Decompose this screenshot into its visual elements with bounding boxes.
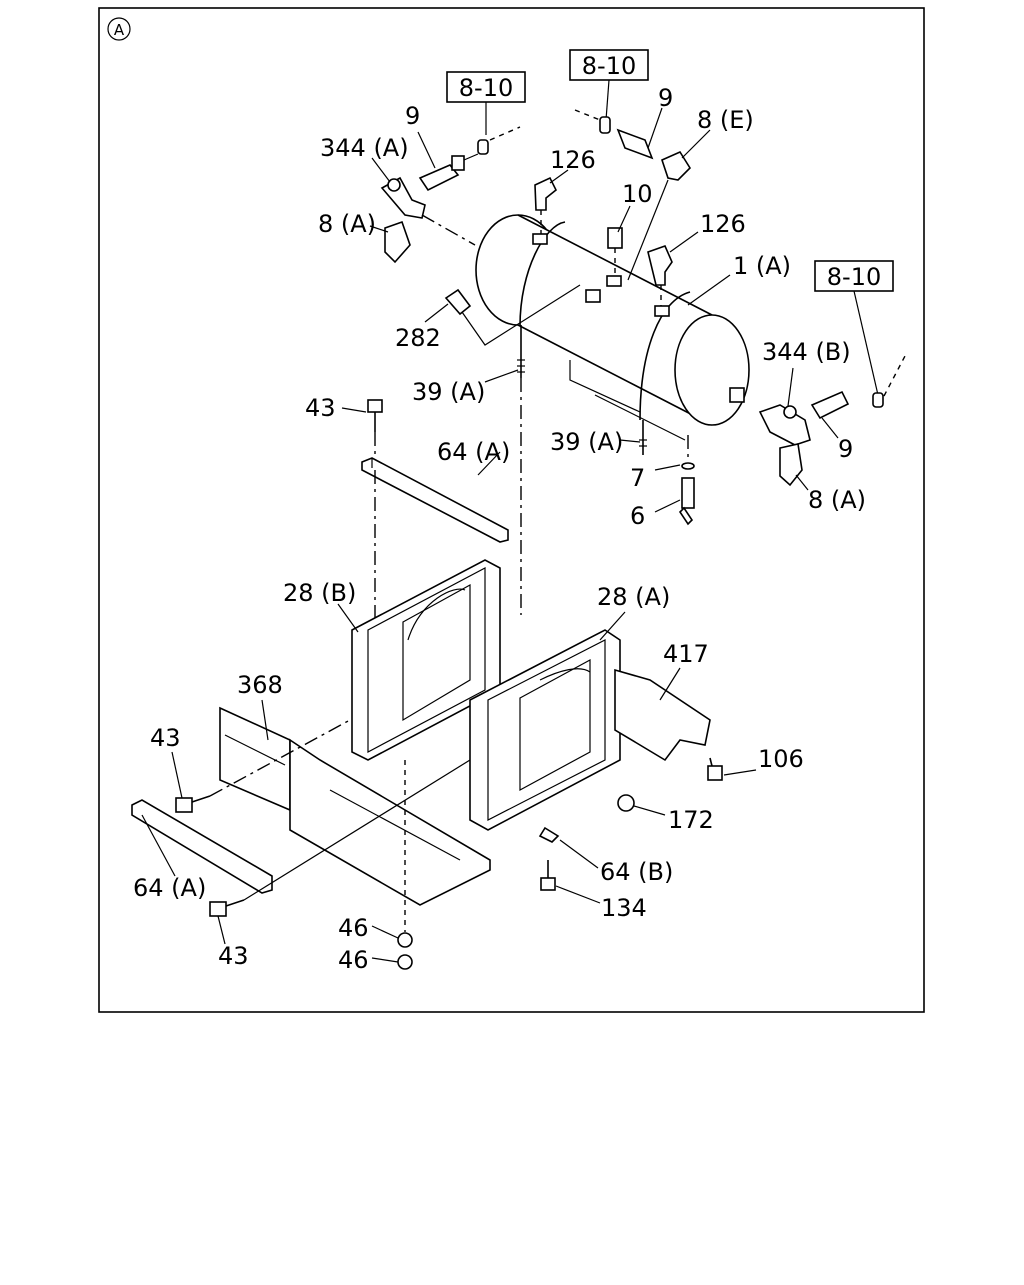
label-344a: 344 (A): [320, 134, 409, 162]
label-39a-lower: 39 (A): [550, 428, 623, 456]
label-126-right: 126: [700, 210, 746, 238]
nut-46-b: [397, 954, 413, 970]
fitting-9-top: [599, 116, 654, 160]
fitting-344b: [758, 404, 811, 446]
reference-text-2: 8-10: [582, 52, 636, 80]
reference-box-2[interactable]: 8-10: [569, 49, 649, 81]
label-28b: 28 (B): [283, 579, 356, 607]
tank-port-front: [729, 387, 745, 403]
label-6: 6: [630, 502, 645, 530]
label-9-top: 9: [658, 84, 673, 112]
label-39a-upper: 39 (A): [412, 378, 485, 406]
label-46-lower: 46: [338, 946, 369, 974]
label-8e: 8 (E): [697, 106, 754, 134]
reference-box-1[interactable]: 8-10: [446, 71, 526, 103]
label-172: 172: [668, 806, 714, 834]
bolt-106: [707, 757, 723, 781]
reference-text-1: 8-10: [459, 74, 513, 102]
tank-port-top-3: [654, 305, 670, 317]
u-bolt-39a-right: [639, 420, 647, 455]
label-10: 10: [622, 180, 653, 208]
bracket-417: [614, 668, 711, 762]
fitting-9-right: [810, 390, 884, 420]
valve-6: [678, 477, 695, 526]
label-43-bottom: 43: [218, 942, 249, 970]
base-member: [289, 738, 491, 906]
tank-port-top-1: [532, 233, 548, 245]
u-bolt-39a-left: [517, 325, 525, 378]
fitting-344a: [380, 176, 426, 219]
connector-left: [477, 139, 489, 155]
bracket-64a-bottom: [131, 799, 273, 894]
reference-text-3: 8-10: [827, 263, 881, 291]
washer-7: [681, 462, 695, 470]
label-64a-bottom: 64 (A): [133, 874, 206, 902]
drain-282: [444, 288, 472, 316]
fitting-8e: [661, 150, 692, 181]
frame-28a: [469, 629, 621, 831]
label-28a: 28 (A): [597, 583, 670, 611]
fitting-8a-top: [384, 220, 411, 264]
label-64a-top: 64 (A): [437, 438, 510, 466]
fitting-9-left: [418, 153, 479, 192]
nut-46-a: [397, 932, 413, 948]
label-7: 7: [630, 464, 645, 492]
label-126-left: 126: [550, 146, 596, 174]
label-9-left: 9: [405, 102, 420, 130]
label-282: 282: [395, 324, 441, 352]
label-46-upper: 46: [338, 914, 369, 942]
label-43-left: 43: [150, 724, 181, 752]
label-344b: 344 (B): [762, 338, 851, 366]
bracket-64a-top: [361, 457, 509, 543]
tank-port-side: [585, 289, 601, 303]
bolt-43-left: [175, 795, 211, 813]
bracket-64b: [538, 826, 560, 843]
label-43-top: 43: [305, 394, 336, 422]
label-368: 368: [237, 671, 283, 699]
bolt-43-top: [367, 399, 383, 432]
reference-box-3[interactable]: 8-10: [814, 260, 894, 292]
label-417: 417: [663, 640, 709, 668]
label-9-right: 9: [838, 435, 853, 463]
label-134: 134: [601, 894, 647, 922]
nut-172: [617, 794, 635, 812]
diagram-frame: [98, 7, 925, 1013]
section-marker: A: [107, 17, 131, 41]
member-368: [219, 706, 291, 812]
label-8a-right: 8 (A): [808, 486, 866, 514]
tank-port-top-2: [606, 275, 622, 287]
elbow-126-right: [647, 244, 673, 286]
label-64b: 64 (B): [600, 858, 673, 886]
bolt-134: [540, 860, 556, 891]
section-marker-text: A: [114, 21, 125, 39]
plug-10: [607, 227, 623, 249]
label-1a: 1 (A): [733, 252, 791, 280]
elbow-126-left: [534, 176, 558, 211]
label-8a-top: 8 (A): [318, 210, 376, 238]
bolt-43-bottom: [209, 899, 245, 917]
label-106: 106: [758, 745, 804, 773]
